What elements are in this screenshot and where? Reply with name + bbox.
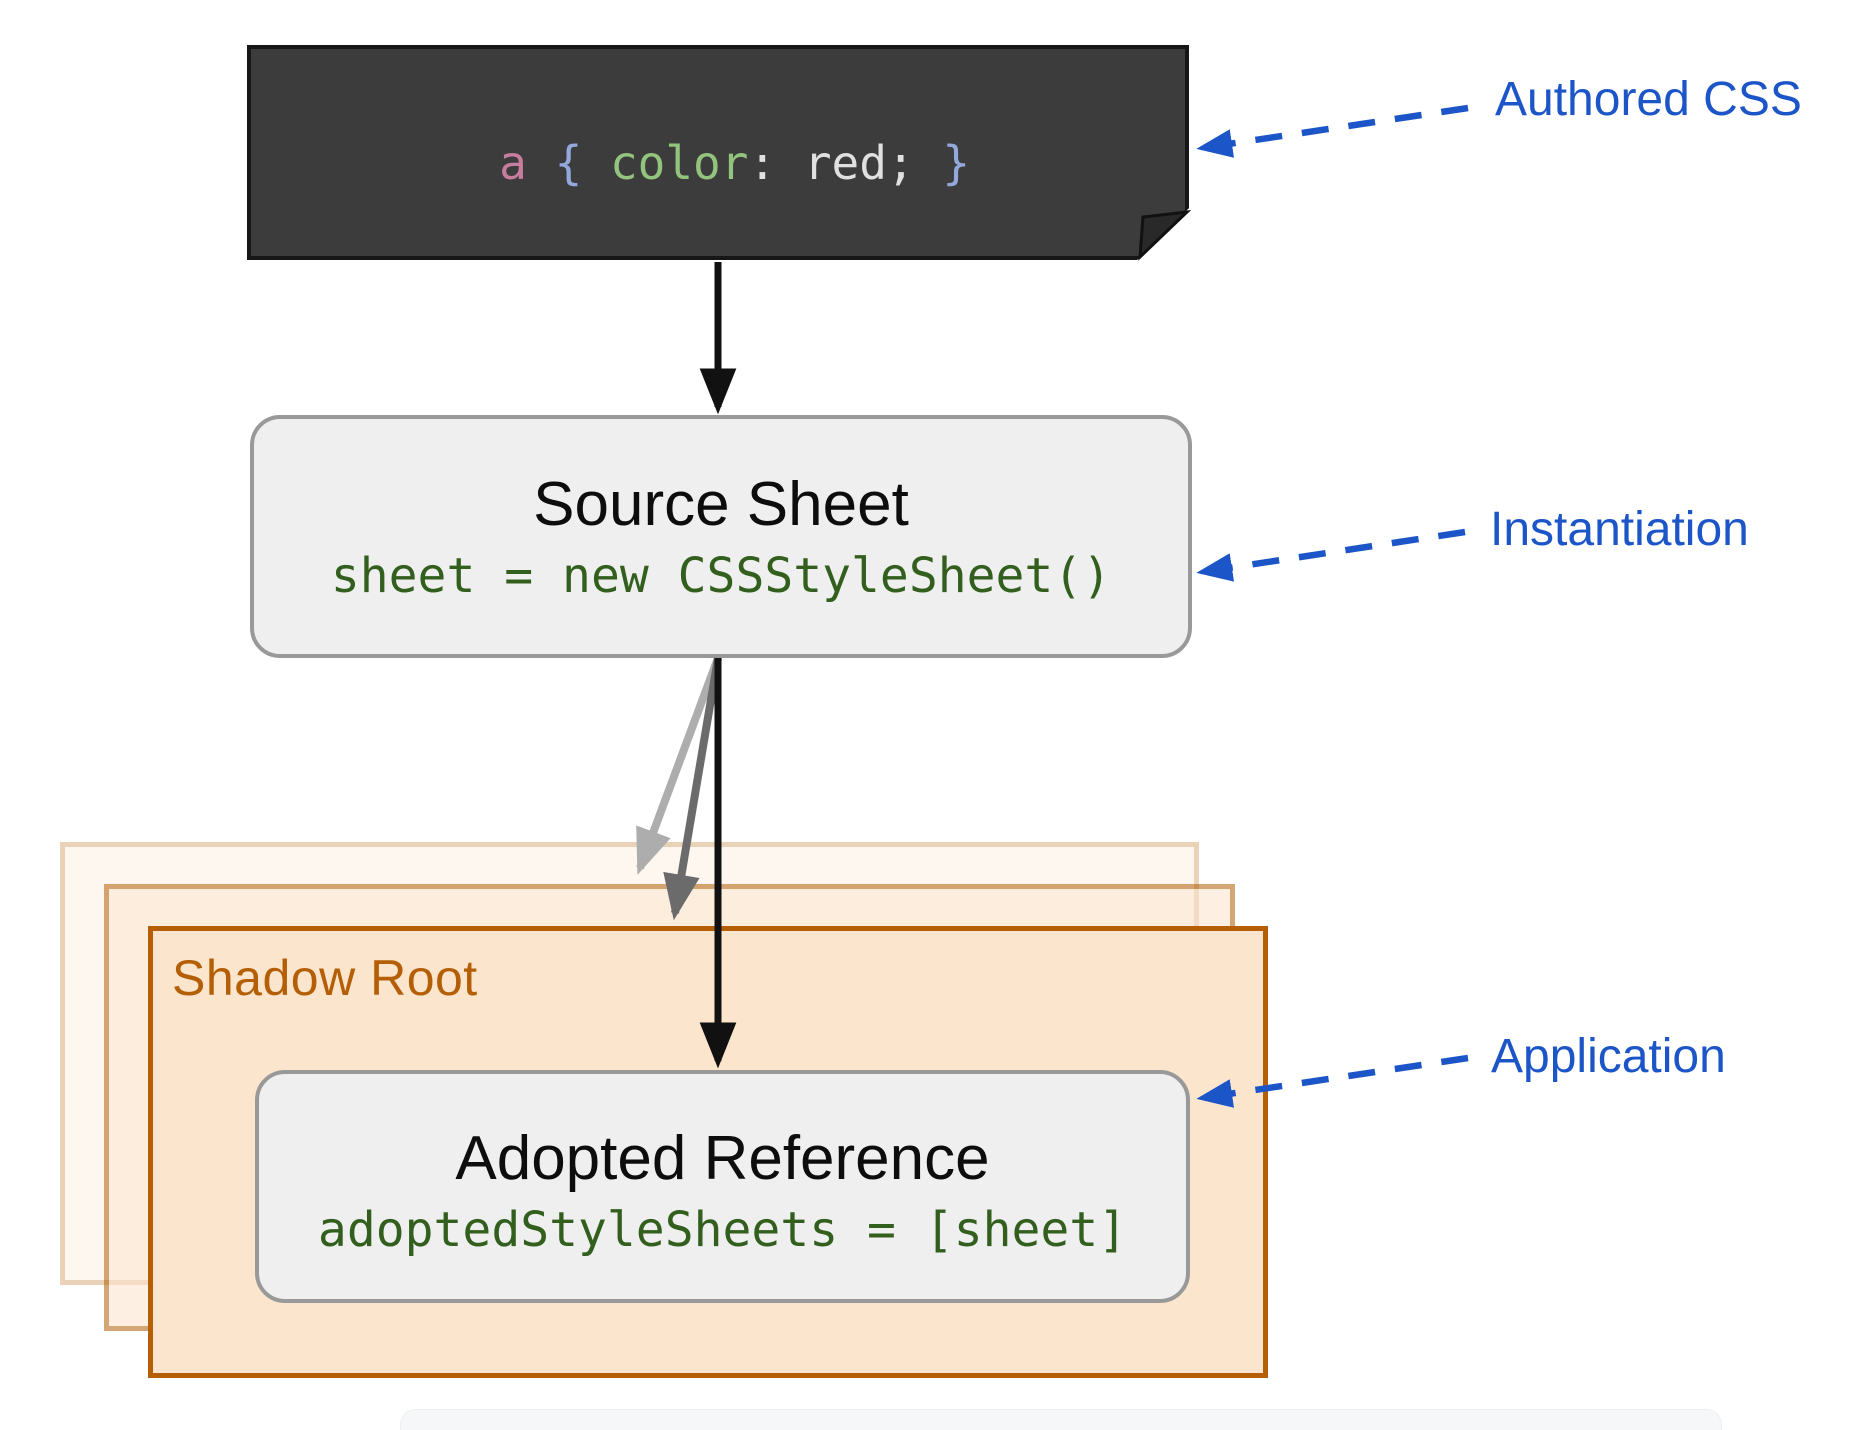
css-value: : 10px; (803, 316, 1026, 370)
annotation-arrow-authored-css (1196, 104, 1469, 158)
css-brace-close: } (1025, 316, 1054, 370)
source-sheet-box: Source Sheet sheet = new CSSStyleSheet() (250, 415, 1192, 658)
source-sheet-title: Source Sheet (533, 469, 909, 539)
css-selector: a (499, 136, 555, 190)
shadow-root-label: Shadow Root (172, 950, 478, 1006)
authored-css-code-block: a { color: red; } p { padding: 10px; } (247, 45, 1189, 260)
cropped-bottom-element (400, 1409, 1722, 1430)
css-value: : red; (748, 136, 943, 190)
adopted-reference-title: Adopted Reference (455, 1123, 990, 1193)
annotation-label-instantiation: Instantiation (1490, 503, 1749, 556)
css-property: color (609, 136, 749, 190)
css-rule-line: p { padding: 10px; } (333, 253, 1185, 433)
css-property: padding (609, 316, 804, 370)
adopted-reference-code: adoptedStyleSheets = [sheet] (317, 1201, 1128, 1258)
annotation-label-authored-css: Authored CSS (1495, 73, 1802, 126)
adopted-reference-box: Adopted Reference adoptedStyleSheets = [… (255, 1070, 1190, 1303)
annotation-label-application: Application (1491, 1030, 1726, 1083)
source-sheet-code: sheet = new CSSStyleSheet() (330, 547, 1112, 604)
css-brace-close: } (942, 136, 971, 190)
css-selector: p (499, 316, 555, 370)
flow-arrow-source-to-back-root (636, 656, 722, 875)
css-rule-line: a { color: red; } (333, 73, 1185, 253)
annotation-arrow-instantiation (1196, 528, 1466, 582)
css-brace-open: { (554, 136, 610, 190)
css-brace-open: { (554, 316, 610, 370)
